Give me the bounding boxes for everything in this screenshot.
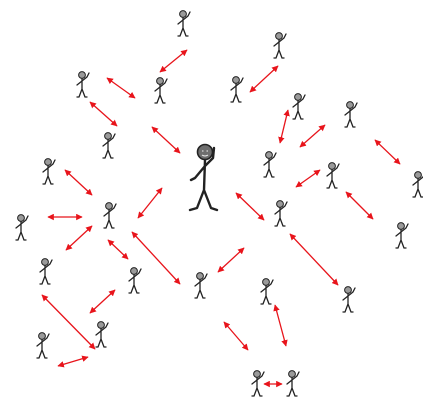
small-stick-figure-icon-5 [231, 77, 243, 102]
small-stick-figure-icon-20 [261, 279, 273, 304]
small-stick-figure-icon-19 [195, 273, 207, 298]
small-stick-figure-icon-17 [40, 259, 52, 284]
small-stick-figure-icon-8 [103, 133, 115, 158]
double-headed-arrow-icon-19 [290, 234, 338, 285]
double-headed-arrow-icon-2 [107, 78, 135, 98]
small-stick-figure-icon-7 [345, 102, 357, 127]
double-headed-arrow-icon-24 [275, 305, 286, 346]
small-stick-figure-icon-21 [343, 287, 355, 312]
small-stick-figure-icon-3 [77, 72, 89, 97]
double-headed-arrow-icon-9 [65, 170, 92, 195]
small-stick-figure-icon-25 [287, 371, 299, 396]
people-layer [16, 11, 423, 396]
small-stick-figure-icon-13 [104, 203, 116, 228]
double-headed-arrow-icon-15 [66, 226, 92, 250]
small-stick-figure-icon-24 [252, 371, 264, 396]
small-stick-figure-icon-14 [275, 201, 287, 226]
small-stick-figure-icon-18 [129, 268, 141, 293]
double-headed-arrow-icon-21 [42, 295, 95, 349]
small-stick-figure-icon-23 [37, 333, 49, 358]
double-headed-arrow-icon-13 [346, 192, 373, 219]
double-headed-arrow-icon-3 [250, 66, 278, 92]
double-headed-arrow-icon-5 [152, 127, 180, 153]
double-headed-arrow-icon-17 [132, 232, 180, 284]
double-headed-arrow-icon-10 [236, 193, 264, 220]
double-headed-arrow-icon-16 [108, 240, 128, 259]
double-headed-arrow-icon-18 [218, 248, 244, 272]
small-stick-figure-icon-6 [293, 94, 305, 119]
arrows-layer [42, 50, 400, 384]
double-headed-arrow-icon-7 [300, 125, 325, 147]
double-headed-arrow-icon-8 [375, 140, 400, 164]
small-stick-figure-icon-4 [155, 78, 167, 103]
double-headed-arrow-icon-6 [280, 110, 288, 143]
small-stick-figure-icon-15 [16, 215, 28, 240]
small-stick-figure-icon-12 [413, 172, 423, 197]
double-headed-arrow-icon-4 [90, 102, 117, 126]
double-headed-arrow-icon-22 [58, 357, 88, 366]
double-headed-arrow-icon-20 [90, 290, 115, 313]
small-stick-figure-icon-11 [327, 163, 339, 188]
large-stick-figure-icon [190, 145, 217, 211]
small-stick-figure-icon-1 [178, 11, 190, 36]
small-stick-figure-icon-10 [43, 159, 55, 184]
double-headed-arrow-icon-23 [224, 322, 248, 350]
double-headed-arrow-icon-12 [296, 170, 320, 187]
double-headed-arrow-icon-1 [160, 50, 187, 72]
small-stick-figure-icon-9 [264, 152, 276, 177]
double-headed-arrow-icon-11 [138, 188, 162, 218]
small-stick-figure-icon-22 [96, 322, 108, 347]
small-stick-figure-icon-2 [274, 33, 286, 58]
small-stick-figure-icon-16 [396, 223, 408, 248]
